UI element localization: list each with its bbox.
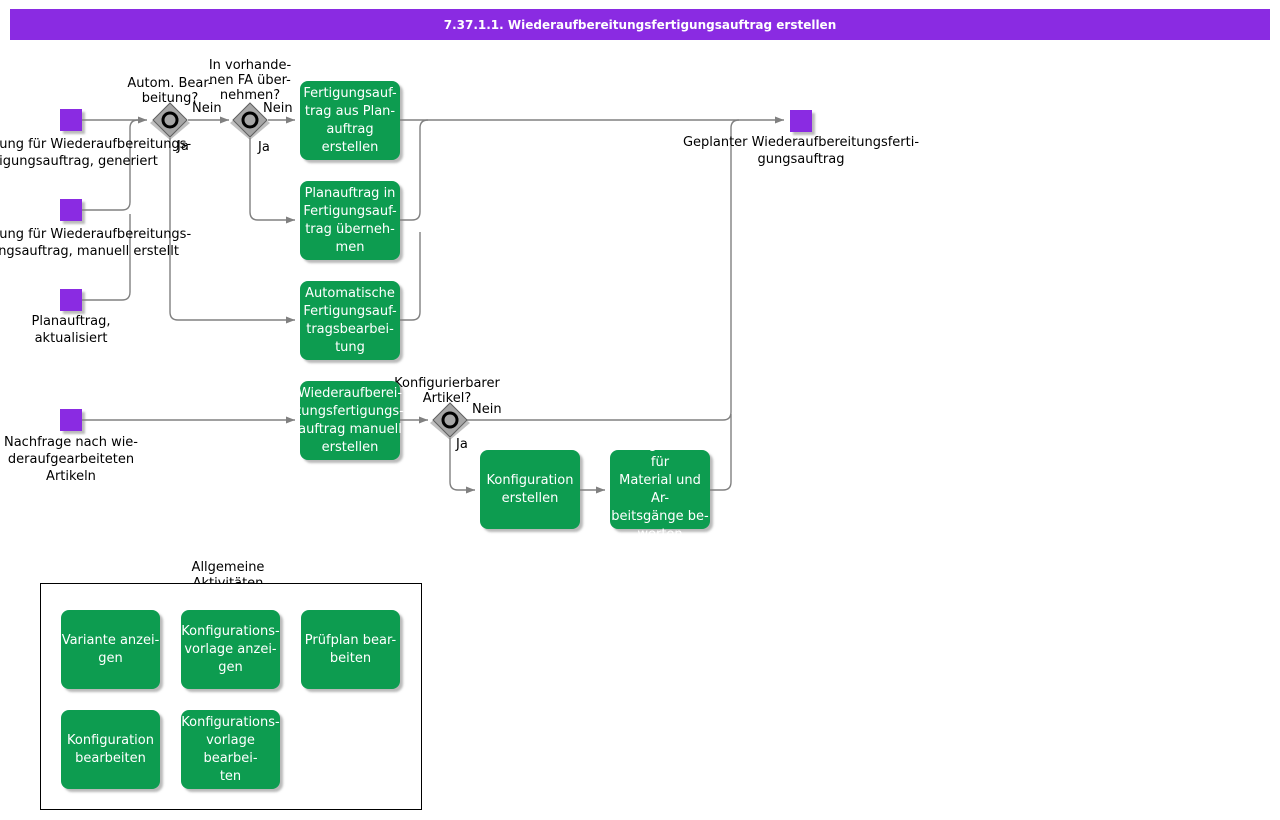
branch-konfig-ja: Ja — [456, 437, 468, 452]
activity-manuell-erstellen[interactable]: Wiederaufberei- tungsfertigungs- auftrag… — [296, 381, 404, 460]
event-label-demand: Nachfrage nach wie- deraufgearbeiteten A… — [3, 435, 139, 484]
end-event — [790, 110, 812, 132]
activity-fa-aus-planauftrag[interactable]: Fertigungsauf- trag aus Plan- auftrag er… — [300, 81, 400, 160]
start-event-demand — [60, 409, 82, 431]
diagram-title-bar: 7.37.1.1. Wiederaufbereitungsfertigungsa… — [10, 9, 1270, 40]
branch-konfig-nein: Nein — [472, 402, 502, 417]
decision-konfigurierbarer-artikel-shape — [430, 402, 470, 440]
event-label-end: Geplanter Wiederaufbereitungsferti- gung… — [682, 135, 920, 167]
event-label-planauftrag: Planauftrag, aktualisiert — [31, 314, 111, 346]
connector-manual-merge — [82, 119, 139, 211]
decision-autom-question: Autom. Bear- beitung? — [127, 76, 213, 106]
branch-autom-nein: Nein — [192, 101, 222, 116]
connector-box3-out — [400, 232, 421, 321]
activity-konfiguration-erstellen[interactable]: Konfiguration erstellen — [480, 450, 580, 529]
decision-konfig-question: Konfigurierbarer Artikel? — [394, 376, 500, 406]
connector-d3-ja — [449, 438, 475, 494]
decision-uebernehmen-question: In vorhande- nen FA über- nehmen? — [208, 58, 292, 103]
decision-autom-bearbeitung-shape — [150, 102, 190, 140]
event-label-manual: Anforderung für Wiederaufbereitungs- fer… — [0, 227, 192, 259]
connector-box2-out — [400, 119, 429, 221]
start-event-manual — [60, 199, 82, 221]
connector-d1-ja — [169, 138, 295, 324]
activity-konfiguration-bewerten[interactable]: Konfiguration für Material und Ar- beits… — [610, 436, 710, 542]
start-event-generated — [60, 109, 82, 131]
activity-planauftrag-uebernehmen[interactable]: Planauftrag in Fertigungsauf- trag übern… — [300, 181, 400, 260]
connector-d3-nein — [467, 119, 740, 421]
activity-konfiguration-bearbeiten[interactable]: Konfiguration bearbeiten — [61, 710, 160, 789]
activity-variante-anzeigen[interactable]: Variante anzei- gen — [61, 610, 160, 689]
diagram-title: 7.37.1.1. Wiederaufbereitungsfertigungsa… — [443, 17, 837, 32]
activity-pruefplan-bearbeiten[interactable]: Prüfplan bear- beiten — [301, 610, 400, 689]
start-event-planauftrag — [60, 289, 82, 311]
event-label-generated: Anforderung für Wiederaufbereitungs- fer… — [0, 137, 192, 169]
activity-konfigvorlage-anzeigen[interactable]: Konfigurations- vorlage anzei- gen — [181, 610, 280, 689]
activity-automatische-bearbeitung[interactable]: Automatische Fertigungsauf- tragsbearbei… — [300, 281, 400, 360]
branch-uebernehmen-nein: Nein — [263, 101, 293, 116]
branch-uebernehmen-ja: Ja — [258, 140, 270, 155]
branch-autom-ja: Ja — [177, 139, 189, 154]
connector-box6-out — [710, 414, 732, 491]
decision-fa-uebernehmen-shape — [230, 102, 270, 140]
connector-d2-ja — [249, 138, 295, 224]
activity-konfigvorlage-bearbeiten[interactable]: Konfigurations- vorlage bearbei- ten — [181, 710, 280, 789]
connector-plan-merge — [82, 214, 131, 301]
